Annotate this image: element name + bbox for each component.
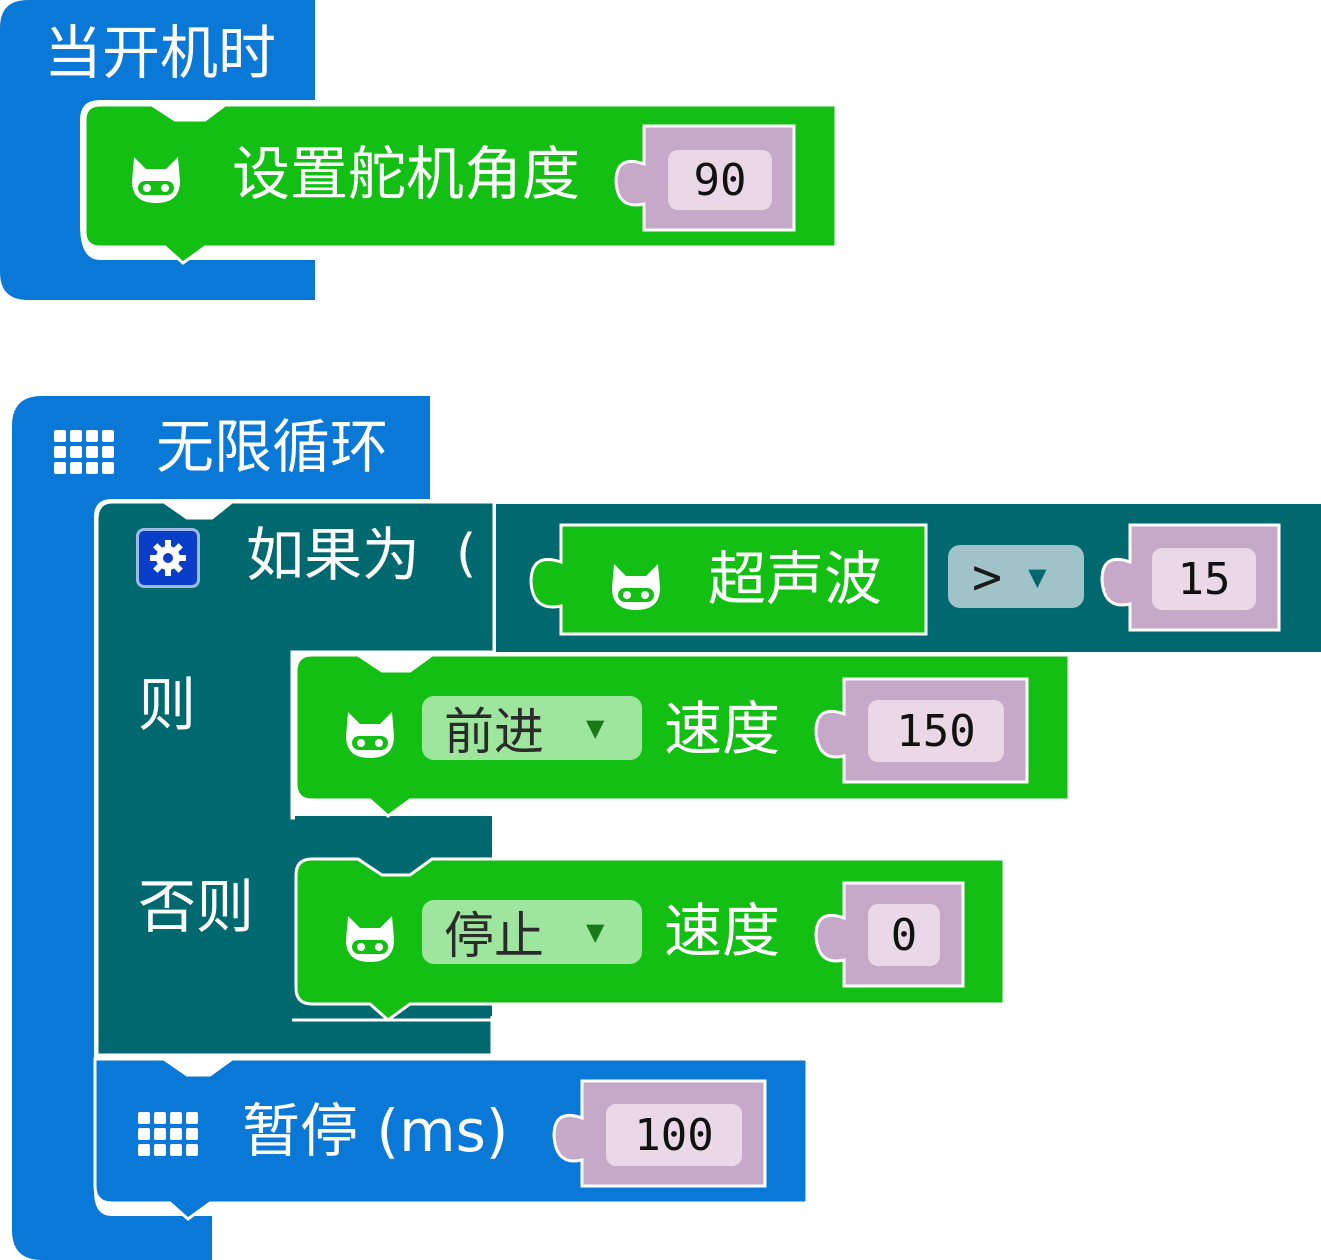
direction-forward-value: 前进 (444, 703, 544, 761)
chevron-down-icon: ▼ (586, 918, 605, 946)
if-paren: ( (456, 524, 477, 584)
pause-ms-input[interactable]: 100 (606, 1104, 742, 1166)
direction-stop-value: 停止 (444, 907, 544, 965)
forever-label: 无限循环 (156, 413, 389, 481)
threshold-input[interactable]: 15 (1152, 548, 1256, 610)
stop-speed-input[interactable]: 0 (868, 904, 940, 966)
direction-dropdown-forward[interactable]: 前进 ▼ (422, 696, 642, 761)
forever-block[interactable] (12, 396, 812, 1260)
forward-robot-icon (342, 710, 398, 760)
robot-cat-icon (128, 155, 184, 205)
stop-robot-icon (342, 914, 398, 964)
then-label: 则 (138, 671, 197, 739)
operator-dropdown[interactable]: > ▼ (948, 545, 1084, 608)
grid-icon (54, 430, 114, 474)
stop-speed-label: 速度 (664, 897, 781, 965)
forward-speed-input[interactable]: 150 (868, 700, 1004, 762)
on-start-label: 当开机时 (44, 19, 277, 87)
sensor-robot-icon (608, 562, 664, 612)
if-label: 如果为 (246, 521, 421, 589)
servo-angle-input[interactable]: 90 (668, 150, 772, 210)
operator-value: > (972, 547, 1003, 606)
sensor-label: 超声波 (708, 545, 883, 613)
stop-motor-block[interactable] (292, 856, 1008, 1026)
chevron-down-icon: ▼ (1028, 562, 1047, 591)
pause-label: 暂停 (ms) (242, 1097, 509, 1165)
gear-icon[interactable] (136, 528, 200, 588)
on-start-block[interactable] (0, 0, 840, 310)
grid-icon (138, 1112, 198, 1156)
forward-speed-label: 速度 (664, 695, 781, 763)
chevron-down-icon: ▼ (586, 714, 605, 742)
else-label: 否则 (138, 873, 255, 941)
servo-label: 设置舵机角度 (232, 140, 581, 208)
direction-dropdown-stop[interactable]: 停止 ▼ (422, 900, 642, 965)
